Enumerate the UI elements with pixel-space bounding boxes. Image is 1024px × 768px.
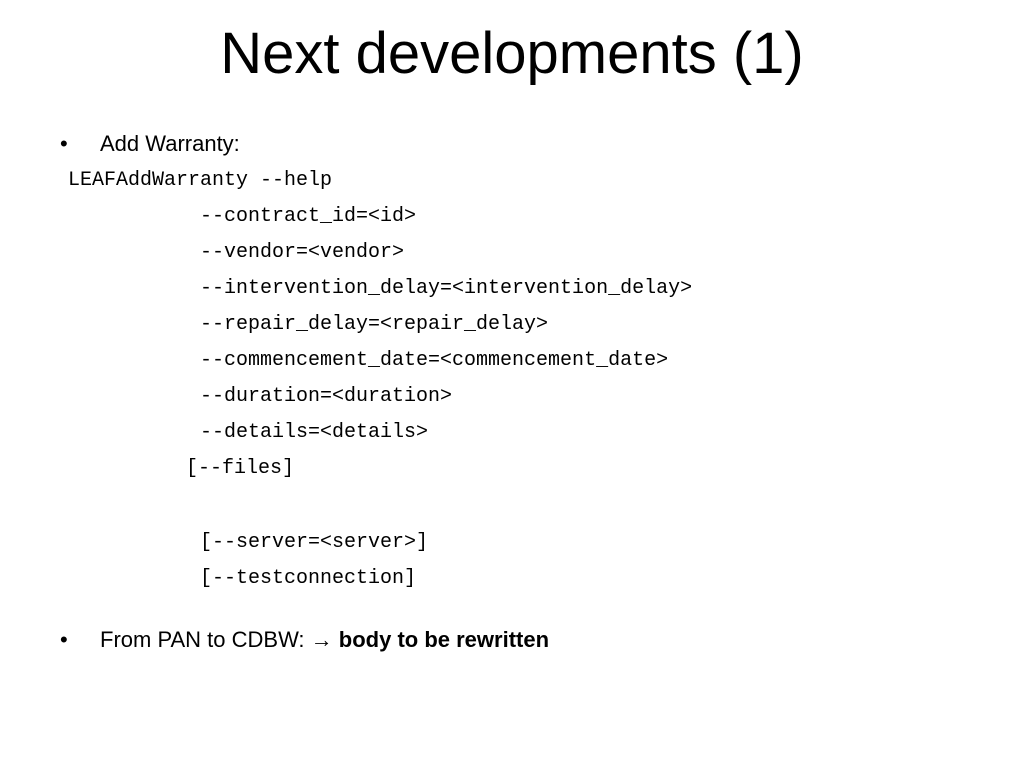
arrow-right-icon: →	[310, 627, 333, 652]
code-option-server: [--server=<server>]	[200, 531, 429, 554]
bullet-pan-to-cdbw: • From PAN to CDBW: → body to be rewritte…	[60, 626, 549, 654]
code-option-repair-delay: --repair_delay=<repair_delay>	[200, 313, 549, 336]
code-option-intervention-delay: --intervention_delay=<intervention_delay…	[200, 277, 693, 300]
slide-title: Next developments (1)	[220, 21, 804, 86]
code-option-commencement-date: --commencement_date=<commencement_date>	[200, 349, 669, 372]
code-option-vendor: --vendor=<vendor>	[200, 241, 405, 264]
bullet-text: From PAN to CDBW:	[100, 627, 311, 652]
code-option-duration: --duration=<duration>	[200, 385, 453, 408]
code-option-contract-id: --contract_id=<id>	[200, 205, 417, 228]
bullet-symbol: •	[60, 131, 68, 156]
code-option-files: [--files]	[186, 457, 295, 480]
bullet-add-warranty: • Add Warranty:	[60, 130, 240, 158]
bullet-emphasis: body to be rewritten	[338, 627, 550, 652]
code-option-testconnection: [--testconnection]	[200, 567, 417, 590]
bullet-text: Add Warranty:	[100, 131, 240, 156]
bullet-symbol: •	[60, 627, 68, 652]
code-option-details: --details=<details>	[200, 421, 429, 444]
code-command: LEAFAddWarranty --help	[68, 169, 333, 192]
